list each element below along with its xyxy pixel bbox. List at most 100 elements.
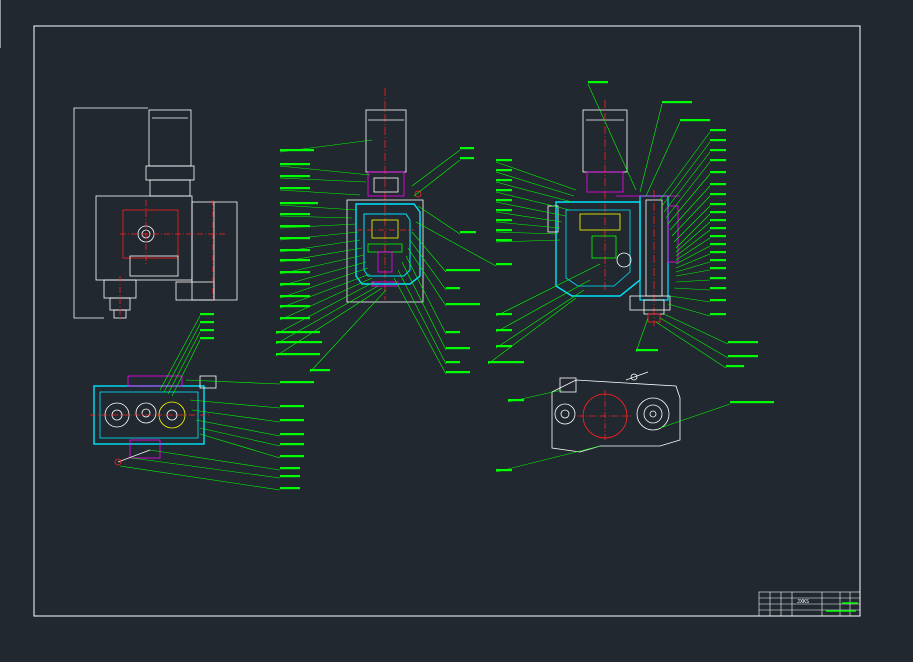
leader-line-56: [675, 221, 711, 253]
part-label-80: [280, 455, 304, 458]
gear-train-view: [90, 375, 217, 466]
part-label-73: [200, 329, 214, 332]
part-label-43: [488, 361, 524, 364]
part-label-70: [636, 349, 658, 352]
part-label-83: [280, 487, 300, 490]
leader-line-80: [199, 433, 281, 459]
part-label-12: [280, 283, 310, 286]
leader-line-86: [659, 403, 731, 429]
leader-line-58: [675, 237, 711, 261]
leader-line-46: [645, 121, 681, 197]
part-label-62: [710, 267, 726, 270]
title-block: [758, 591, 861, 617]
part-label-10: [280, 259, 310, 262]
part-label-30: [446, 371, 470, 374]
part-label-61: [710, 259, 726, 262]
leader-line-5: [279, 204, 357, 211]
part-label-33: [496, 179, 512, 182]
part-label-20: [460, 147, 474, 150]
part-label-11: [280, 271, 310, 274]
part-label-4: [280, 187, 310, 190]
drawing-number: JXKS: [797, 599, 809, 605]
part-label-74: [200, 337, 214, 340]
part-label-6: [280, 213, 310, 216]
side-bracket: [191, 201, 215, 301]
part-label-1: [280, 149, 314, 152]
part-label-77: [280, 419, 304, 422]
part-label-18: [276, 353, 320, 356]
leader-line-14: [279, 273, 371, 309]
gearbox-outline: [346, 199, 424, 303]
leader-line-71: [159, 315, 201, 391]
leader-line-53: [671, 195, 711, 237]
part-label-55: [710, 211, 726, 214]
leader-line-25: [409, 239, 447, 291]
leader-line-54: [673, 205, 711, 243]
housing-wall-section: [555, 201, 641, 297]
leader-line-77: [191, 409, 281, 423]
part-label-17: [276, 341, 322, 344]
leader-line-63: [675, 279, 711, 283]
leader-line-43: [487, 297, 577, 365]
leader-line-68: [659, 317, 729, 359]
leader-line-31: [495, 161, 577, 191]
front-section-view: [346, 88, 424, 303]
leader-line-2: [279, 165, 371, 176]
part-label-60: [710, 251, 726, 254]
part-label-65: [710, 299, 726, 302]
part-label-21: [460, 157, 474, 160]
part-label-37: [496, 219, 512, 222]
drawing-border: [33, 25, 861, 617]
leader-line-26: [407, 247, 447, 307]
leader-line-18: [275, 287, 383, 357]
motor-body: [365, 109, 407, 173]
leader-line-39: [495, 239, 561, 243]
part-label-76: [280, 405, 304, 408]
leader-line-16: [275, 281, 375, 335]
leader-line-82: [131, 457, 281, 479]
part-label-38: [496, 229, 512, 232]
part-label-63: [710, 277, 726, 280]
leader-line-44: [587, 83, 637, 191]
leader-line-38: [495, 231, 559, 235]
leader-line-83: [119, 465, 281, 491]
leader-line-52: [669, 185, 711, 231]
leader-line-42: [495, 289, 585, 349]
part-label-78: [280, 433, 304, 436]
leader-line-61: [675, 261, 711, 273]
part-label-82: [280, 475, 300, 478]
leader-line-73: [167, 331, 201, 395]
leader-line-34: [495, 191, 571, 211]
leader-line-57: [675, 229, 711, 257]
part-label-47: [710, 129, 726, 132]
leader-line-30: [393, 277, 447, 375]
leader-line-85: [495, 445, 601, 473]
part-label-66: [710, 313, 726, 316]
leader-line-72: [163, 323, 201, 393]
leader-line-35: [495, 201, 567, 217]
part-label-14: [280, 305, 310, 308]
leader-line-12: [279, 261, 367, 287]
part-label-52: [710, 183, 726, 186]
leader-line-19: [309, 289, 387, 373]
part-label-54: [710, 203, 726, 206]
part-label-53: [710, 193, 726, 196]
side-elevation-view: [73, 107, 238, 319]
part-label-56: [710, 219, 726, 222]
shaft-section: [377, 251, 393, 273]
leader-line-33: [495, 181, 573, 203]
part-label-7: [280, 225, 310, 228]
leader-line-81: [149, 449, 281, 471]
leader-line-45: [639, 103, 663, 193]
leader-line-55: [675, 213, 711, 249]
leader-line-79: [199, 427, 281, 447]
leader-line-13: [279, 267, 369, 299]
leader-line-75: [185, 379, 281, 385]
leader-line-28: [401, 261, 447, 351]
leader-line-50: [665, 161, 711, 219]
gear-block: [371, 219, 399, 239]
leader-line-23: [415, 221, 497, 267]
part-label-39: [496, 239, 512, 242]
leader-line-21: [413, 159, 461, 197]
